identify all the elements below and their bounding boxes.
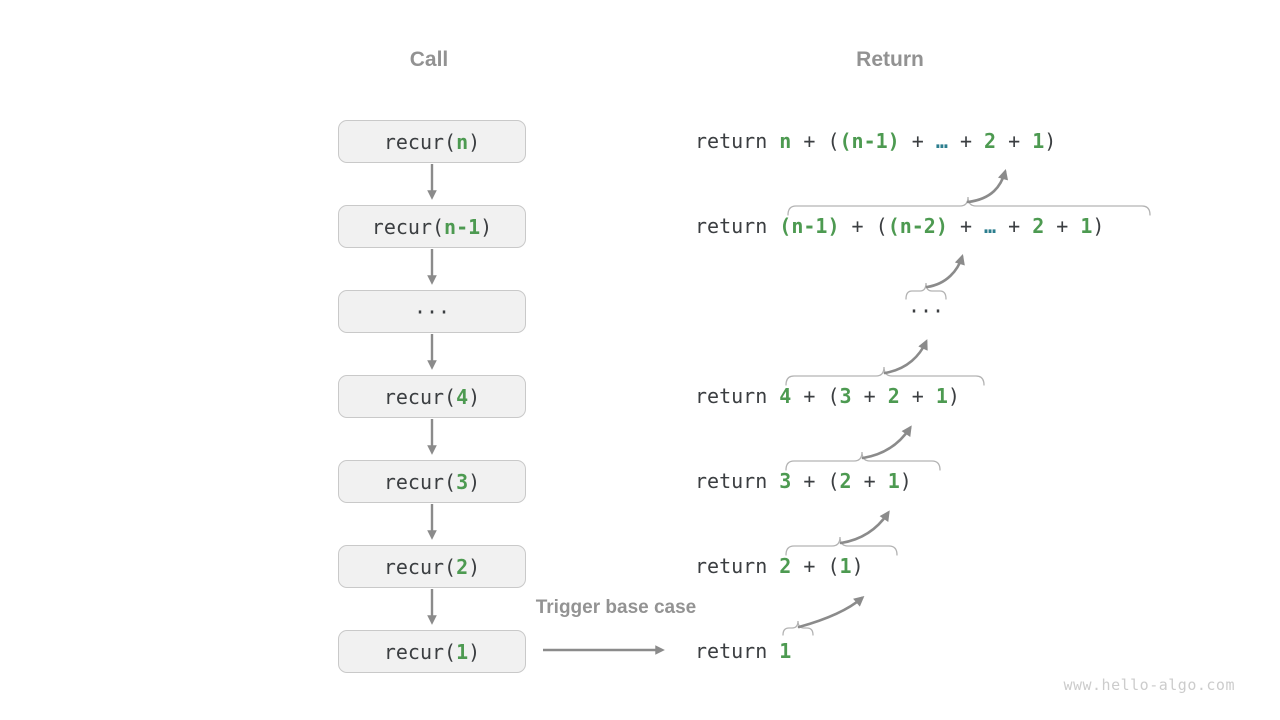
code-segment-dark: +	[1044, 214, 1081, 238]
call-column-header: Call	[409, 48, 449, 71]
code-segment-green: 2	[1032, 214, 1045, 238]
code-segment-dark: +	[996, 129, 1033, 153]
code-segment-dark: )	[899, 469, 912, 493]
code-segment-green: 3	[779, 469, 792, 493]
code-segment-teal: …	[935, 129, 948, 153]
code-segment-dark: +	[791, 469, 828, 493]
brace-return-ellipsis	[905, 282, 947, 300]
code-segment-dark: recur(	[383, 554, 457, 579]
code-segment-dark: return	[695, 469, 780, 493]
code-segment-dark: recur(	[383, 129, 457, 154]
code-segment-dark: +	[899, 384, 936, 408]
return-line-3: return 3 + (2 + 1)	[695, 468, 912, 494]
brace-return-1	[782, 620, 814, 636]
code-segment-dark: return	[695, 384, 780, 408]
code-segment-green: 1	[1080, 214, 1093, 238]
code-segment-dark: return	[695, 639, 780, 663]
code-segment-dark: (	[875, 214, 888, 238]
code-segment-dark: return	[695, 214, 780, 238]
code-segment-green: 4	[456, 384, 469, 409]
return-flow-arrow-6-to-5	[839, 510, 890, 545]
call-box-recur-4: recur(4)	[338, 375, 526, 418]
code-segment-green: 1	[839, 554, 852, 578]
code-segment-green: 1	[935, 384, 948, 408]
code-segment-dark: )	[480, 214, 493, 239]
code-segment-green: (n-2)	[887, 214, 948, 238]
call-box-recur-n-1: recur(n-1)	[338, 205, 526, 248]
code-segment-dark: recur(	[383, 469, 457, 494]
return-line-n-1: return (n-1) + ((n-2) + … + 2 + 1)	[695, 213, 1104, 239]
code-segment-green: 1	[779, 639, 792, 663]
code-segment-green: n	[779, 129, 792, 153]
code-segment-dark: (	[827, 129, 840, 153]
code-segment-dark: )	[468, 469, 481, 494]
call-box-recur-2: recur(2)	[338, 545, 526, 588]
code-segment-dark: recur(	[383, 639, 457, 664]
code-segment-green: 3	[456, 469, 469, 494]
code-segment-dark: +	[947, 129, 985, 153]
code-segment-green: (n-1)	[779, 214, 840, 238]
code-segment-dark: +	[899, 129, 936, 153]
trigger-base-case-label: Trigger base case	[535, 597, 697, 618]
return-line-1: return 1	[695, 638, 791, 664]
code-segment-dark: +	[851, 384, 888, 408]
code-segment-green: 4	[779, 384, 792, 408]
code-segment-green: 2	[779, 554, 792, 578]
code-segment-dark: +	[996, 214, 1033, 238]
return-flow-arrow-5-to-4	[861, 425, 912, 460]
return-flow-arrow-2-to-1	[966, 169, 1008, 204]
return-column-header: Return	[856, 48, 924, 71]
code-segment-green: (n-1)	[839, 129, 900, 153]
code-segment-dark: +	[851, 469, 888, 493]
code-segment-dark: +	[791, 384, 828, 408]
code-segment-dark: +	[791, 129, 828, 153]
code-segment-green: 2	[984, 129, 997, 153]
call-box-recur-1: recur(1)	[338, 630, 526, 673]
code-segment-green: 2	[887, 384, 900, 408]
code-segment-green: 3	[839, 384, 852, 408]
watermark-url: www.hello-algo.com	[1063, 676, 1235, 694]
code-segment-dark: )	[947, 384, 960, 408]
code-segment-dark: recur(	[371, 214, 445, 239]
return-line-ellipsis: ···	[886, 298, 966, 324]
code-segment-dark: )	[468, 639, 481, 664]
return-flow-arrow-3-to-2	[925, 254, 965, 289]
return-flow-arrow-4-to-3	[883, 339, 928, 375]
code-segment-dark: )	[468, 129, 481, 154]
code-segment-green: 2	[456, 554, 469, 579]
code-segment-green: 1	[456, 639, 469, 664]
code-segment-dark: recur(	[383, 384, 457, 409]
code-segment-dark: )	[1044, 129, 1057, 153]
code-segment-green: n	[456, 129, 469, 154]
call-box-ellipsis: ···	[338, 290, 526, 333]
code-segment-dark: )	[1092, 214, 1105, 238]
code-segment-dark: (	[827, 384, 840, 408]
return-flow-arrow-7-to-6	[797, 595, 865, 629]
call-box-recur-3: recur(3)	[338, 460, 526, 503]
code-segment-green: 2	[839, 469, 852, 493]
code-segment-dark: (	[827, 554, 840, 578]
return-line-2: return 2 + (1)	[695, 553, 864, 579]
code-segment-dark: (	[827, 469, 840, 493]
return-line-4: return 4 + (3 + 2 + 1)	[695, 383, 960, 409]
code-segment-dark: +	[791, 554, 828, 578]
return-line-n: return n + ((n-1) + … + 2 + 1)	[695, 128, 1056, 154]
code-segment-dark: )	[468, 384, 481, 409]
code-segment-green: n-1	[444, 214, 481, 239]
code-segment-dark: +	[839, 214, 876, 238]
code-segment-dark: return	[695, 129, 780, 153]
code-segment-dark: ···	[413, 299, 451, 324]
code-segment-dark: return	[695, 554, 780, 578]
call-box-recur-n: recur(n)	[338, 120, 526, 163]
code-segment-dark: )	[468, 554, 481, 579]
code-segment-dark: +	[947, 214, 985, 238]
code-segment-green: 1	[887, 469, 900, 493]
code-segment-teal: …	[984, 214, 997, 238]
code-segment-dark: )	[851, 554, 864, 578]
code-segment-green: 1	[1032, 129, 1045, 153]
code-segment-dark: ···	[907, 299, 945, 323]
